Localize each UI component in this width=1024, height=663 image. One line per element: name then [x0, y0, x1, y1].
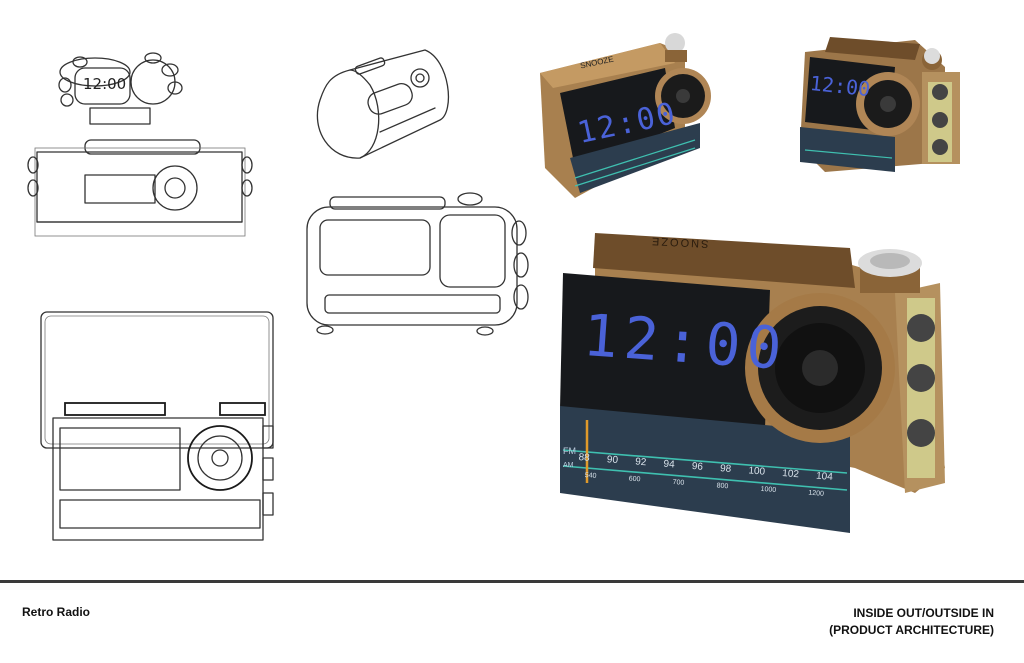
dial-fm-label: FM	[563, 446, 576, 456]
footer-section-line2: (PRODUCT ARCHITECTURE)	[829, 623, 994, 637]
dial-fm-92: 92	[634, 456, 647, 469]
sketch-detailed-radio	[35, 308, 285, 548]
sketch-front-view-clock	[295, 185, 535, 345]
dial-am-800: 800	[716, 482, 729, 491]
prototype-photo-angle-right: 12:00	[800, 32, 970, 172]
sketch-cylinder-concept	[300, 40, 460, 170]
dial-am-600: 600	[628, 475, 641, 484]
main-clock-digits: 12:00	[580, 300, 790, 384]
prototype-photo-angle-left: 12:00 SNOOZE	[535, 28, 715, 203]
dial-am-label: AM	[563, 462, 574, 469]
dial-am-700: 700	[672, 478, 685, 487]
dial-fm-102: 102	[781, 468, 800, 481]
dial-fm-94: 94	[663, 458, 675, 471]
footer-divider	[0, 580, 1024, 583]
dial-fm-88: 88	[578, 452, 591, 464]
dial-fm-98: 98	[719, 463, 732, 475]
footer-project-title: Retro Radio	[22, 605, 91, 619]
presentation-board: 12:00	[25, 28, 970, 548]
dial-am-1000: 1000	[760, 485, 777, 495]
dial-fm-96: 96	[691, 460, 704, 473]
dial-fm-104: 104	[815, 470, 834, 483]
dial-am-540: 540	[584, 472, 597, 480]
footer-section-line1: INSIDE OUT/OUTSIDE IN	[853, 606, 994, 620]
dial-fm-90: 90	[606, 454, 619, 467]
sketch-clock-digits: 12:00	[83, 75, 127, 93]
footer-section-title: INSIDE OUT/OUTSIDE IN (PRODUCT ARCHITECT…	[829, 605, 994, 639]
sketch-top-view-clock: 12:00	[25, 40, 255, 240]
dial-fm-100: 100	[747, 465, 766, 478]
dial-am-1200: 1200	[808, 489, 825, 498]
prototype-photo-main: SNOOZE 12:00 FM AM 88 90 92 94 96 98 100…	[555, 228, 955, 538]
